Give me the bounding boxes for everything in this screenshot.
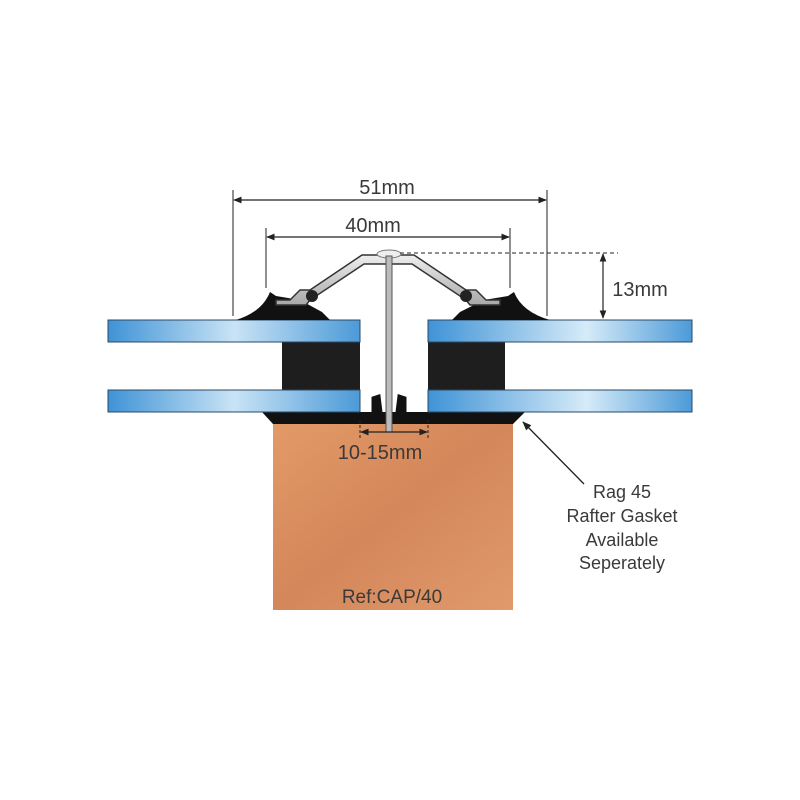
cap-clip-left (306, 290, 318, 302)
cap-gasket-right (452, 292, 550, 320)
gasket-fins (371, 393, 407, 413)
dimension-51mm: 51mm (232, 177, 548, 316)
glass-bottom-right (427, 389, 693, 413)
callout-line-2: Rafter Gasket (566, 506, 677, 526)
callout-line-3: Available (586, 530, 659, 550)
dimension-13mm: 13mm (400, 252, 668, 319)
callout-line-1: Rag 45 (593, 482, 651, 502)
dimension-gap-label: 10-15mm (338, 442, 422, 464)
callout-line-4: Seperately (579, 553, 665, 573)
timber-rafter (273, 420, 513, 610)
dimension-40mm: 40mm (265, 215, 511, 288)
foam-spacer-right (428, 342, 505, 390)
aluminium-cap (275, 254, 501, 306)
cap-gasket-left (236, 292, 330, 320)
dimension-51mm-label: 51mm (359, 177, 415, 199)
dimension-40mm-label: 40mm (345, 215, 401, 237)
callout-arrow (522, 421, 585, 485)
dimension-gap: 10-15mm (338, 420, 429, 464)
reference-label: Ref:CAP/40 (342, 587, 442, 608)
glass-bottom-left (107, 389, 361, 413)
foam-spacer-left (282, 342, 360, 390)
glass-top-right (427, 319, 693, 343)
bolt-shaft (385, 255, 393, 433)
callout-text: Rag 45 Rafter Gasket Available Seperatel… (566, 482, 677, 573)
cap-clip-right (460, 290, 472, 302)
rafter-gasket (262, 412, 525, 424)
glass-top-left (107, 319, 361, 343)
dimension-13mm-label: 13mm (612, 279, 668, 301)
